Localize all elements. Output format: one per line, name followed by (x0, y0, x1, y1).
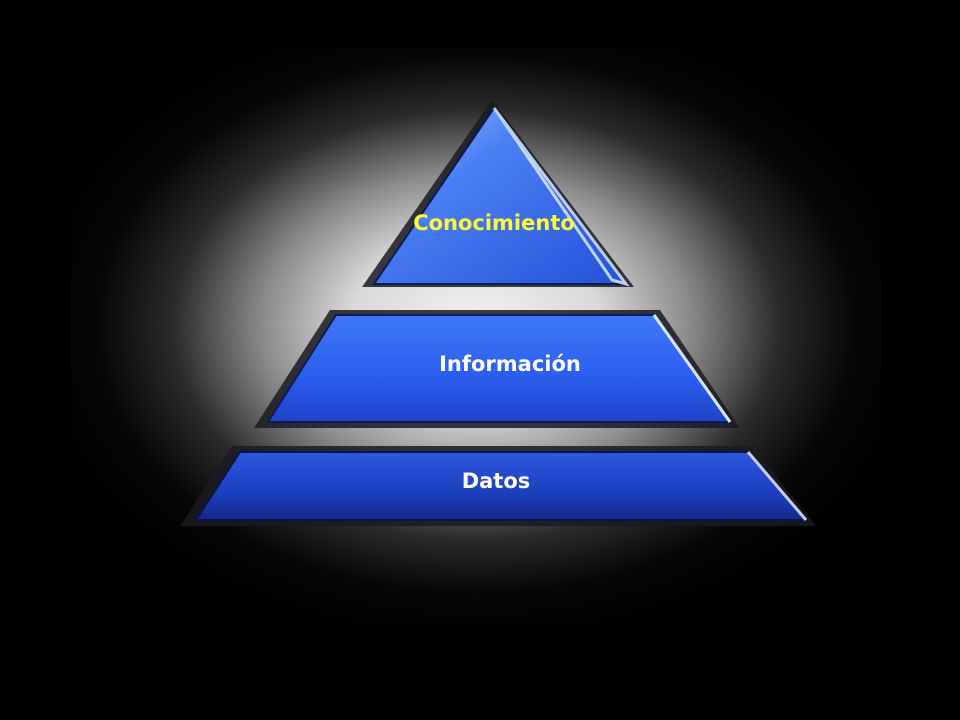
pyramid-tier-middle (254, 310, 740, 428)
tier-label-informacion: Información (439, 352, 581, 376)
tier-label-conocimiento: Conocimiento (413, 211, 575, 235)
pyramid-tier-top (362, 100, 634, 287)
tier-label-datos: Datos (462, 469, 531, 493)
pyramid-tier-bottom (180, 446, 816, 526)
